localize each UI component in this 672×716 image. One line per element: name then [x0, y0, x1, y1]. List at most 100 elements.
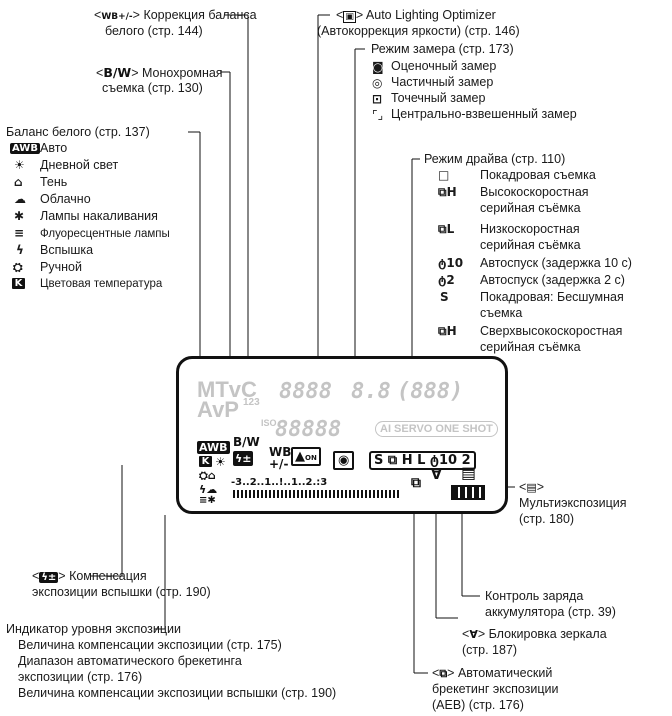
mirror-callout: <∀> Блокировка зеркала	[462, 627, 607, 641]
lcd-iso: ISO	[261, 418, 277, 428]
lcd-superscript: 123	[243, 397, 260, 408]
aeb-page: (AEB) (стр. 176)	[432, 698, 524, 712]
lcd-wb-icons-3: ≡✱	[199, 495, 216, 506]
cloudy-icon: ☁	[14, 192, 26, 206]
metering-title: Режим замера (стр. 173)	[371, 42, 514, 56]
lcd-flash-comp-icon: ϟ±	[233, 451, 254, 466]
self-timer-10-icon: ტ10	[438, 256, 464, 270]
wb-correction-callout: <WB+/-> Коррекция баланса	[94, 8, 257, 22]
lcd-digits-3: (888)	[397, 379, 464, 404]
metering-item: Точечный замер	[391, 91, 486, 105]
lcd-wb: WB	[269, 445, 292, 459]
low-speed-icon: ⧉L	[438, 222, 455, 236]
evaluative-metering-icon: ◙	[372, 60, 384, 74]
custom-wb-icon: ⛭	[13, 260, 23, 274]
lcd-modes: MTvC	[197, 377, 257, 402]
tungsten-icon: ✱	[14, 209, 25, 223]
drive-item-line2: съемка	[480, 306, 523, 320]
exposure-item: Величина компенсации экспозиции вспышки …	[18, 686, 337, 700]
shade-icon: ⌂	[14, 175, 23, 189]
lcd-wb-icons: ⛭⌂	[199, 469, 216, 482]
monochrome-callout: <B/W> Монохромная	[96, 65, 223, 80]
lcd-awb-icon: AWB	[197, 441, 230, 454]
drive-item: Сверхвысокоскоростная	[480, 324, 623, 338]
lcd-af-mode: AI SERVO ONE SHOT	[375, 421, 498, 437]
wb-title: Баланс белого (стр. 137)	[6, 125, 150, 139]
drive-title: Режим драйва (стр. 110)	[424, 152, 566, 166]
wb-item: Цветовая температура	[40, 278, 163, 290]
alo-icon: ▣	[343, 11, 356, 23]
fluorescent-icon: ≡	[14, 226, 25, 240]
drive-item: Низкоскоростная	[480, 222, 580, 236]
lcd-modes-2: AvP	[197, 397, 239, 422]
lcd-bw: B/W	[233, 435, 260, 449]
drive-item-line2: серийная съёмка	[480, 238, 581, 252]
multi-exposure-label: Мультиэкспозиция	[519, 496, 627, 510]
metering-item: Оценочный замер	[391, 59, 497, 73]
flash-comp-callout: <ϟ±> Компенсация	[32, 569, 147, 583]
battery-callout: Контроль заряда	[485, 589, 584, 603]
wb-item: Тень	[40, 175, 68, 189]
multi-exposure-page: (стр. 180)	[519, 512, 575, 526]
wb-item: Лампы накаливания	[40, 209, 158, 223]
drive-item-line2: серийная съёмка	[480, 340, 581, 354]
wb-item: Вспышка	[40, 243, 94, 257]
exposure-indicator-title: Индикатор уровня экспозиции	[6, 622, 181, 636]
exposure-item: Диапазон автоматического брекетинга	[18, 654, 242, 668]
drive-item: Автоспуск (задержка 2 с)	[480, 273, 625, 287]
lcd-multi-exposure-icon: ▤	[461, 463, 477, 482]
drive-item: Покадровая съемка	[480, 168, 596, 182]
mirror-page: (стр. 187)	[462, 643, 518, 657]
wb-item: Облачно	[40, 192, 91, 206]
spot-metering-icon: ⊡	[372, 92, 383, 106]
aeb-line2: брекетинг экспозиции	[432, 682, 559, 696]
daylight-icon: ☀	[14, 158, 25, 172]
lcd-drive-icons: S ⧉ H L ტ10 2	[369, 451, 476, 470]
wb-item: Флуоресцентные лампы	[40, 228, 170, 240]
color-temp-icon: K	[12, 278, 25, 289]
lcd-exposure-scale: -3..2..1..!..1..2.:3	[231, 477, 328, 488]
flash-icon: ϟ	[16, 243, 24, 257]
lcd-mirror-icon: ∀	[431, 467, 442, 483]
lcd-panel: MTvC AvP 123 8888 8.8 (888) ISO 88888 AI…	[176, 356, 508, 514]
single-shot-icon: □	[438, 168, 450, 182]
lcd-aeb-icon: ⧉	[411, 475, 421, 491]
silent-single-icon: S	[440, 290, 449, 304]
drive-item: Автоспуск (задержка 10 с)	[480, 256, 632, 270]
awb-icon: AWB	[10, 143, 40, 154]
lcd-metering-icon: ◉	[333, 451, 355, 470]
wb-item: Авто	[40, 141, 68, 155]
lcd-wb-icons-2: ϟ☁	[199, 483, 218, 496]
wb-item: Дневной свет	[40, 158, 119, 172]
wb-item: Ручной	[40, 260, 82, 274]
lcd-kelvin-icon: K	[199, 456, 212, 467]
drive-item: Покадровая: Бесшумная	[480, 290, 624, 304]
lcd-digits-4: 88888	[275, 417, 342, 442]
metering-item: Частичный замер	[391, 75, 494, 89]
alo-callout: <▣> Auto Lighting Optimizer	[336, 8, 496, 23]
exposure-item: Величина компенсации экспозиции (стр. 17…	[18, 638, 282, 652]
battery-page: аккумулятора (стр. 39)	[485, 605, 616, 619]
wb-correction-page: белого (стр. 144)	[105, 24, 203, 38]
center-weighted-icon: ⌜⌟	[372, 108, 384, 122]
lcd-wb-pm: +/-	[269, 457, 289, 471]
lcd-digits-2: 8.8	[351, 379, 391, 404]
exposure-item: экспозиции (стр. 176)	[18, 670, 143, 684]
partial-metering-icon: ◎	[372, 76, 383, 90]
lcd-daylight-icon: ☀	[215, 455, 226, 469]
alo-page: (Автокоррекция яркости) (стр. 146)	[317, 24, 520, 38]
self-timer-2-icon: ტ2	[438, 273, 455, 287]
drive-item-line2: серийная съёмка	[480, 201, 581, 215]
flash-comp-page: экспозиции вспышки (стр. 190)	[32, 585, 211, 599]
super-high-speed-icon: ⧉H	[438, 324, 457, 338]
lcd-digits-1: 8888	[279, 379, 332, 404]
aeb-callout: <⧉> Автоматический	[432, 666, 553, 680]
drive-item: Высокоскоростная	[480, 185, 589, 199]
metering-item: Центрально-взвешенный замер	[391, 107, 577, 121]
lcd-exposure-bar	[233, 490, 401, 498]
monochrome-page: съемка (стр. 130)	[102, 81, 203, 95]
lcd-alo-icon: ▲ON	[291, 447, 321, 466]
flash-comp-icon: ϟ±	[39, 572, 59, 583]
high-speed-icon: ⧉H	[438, 185, 457, 199]
multi-exposure-callout: <▤>	[519, 480, 545, 494]
